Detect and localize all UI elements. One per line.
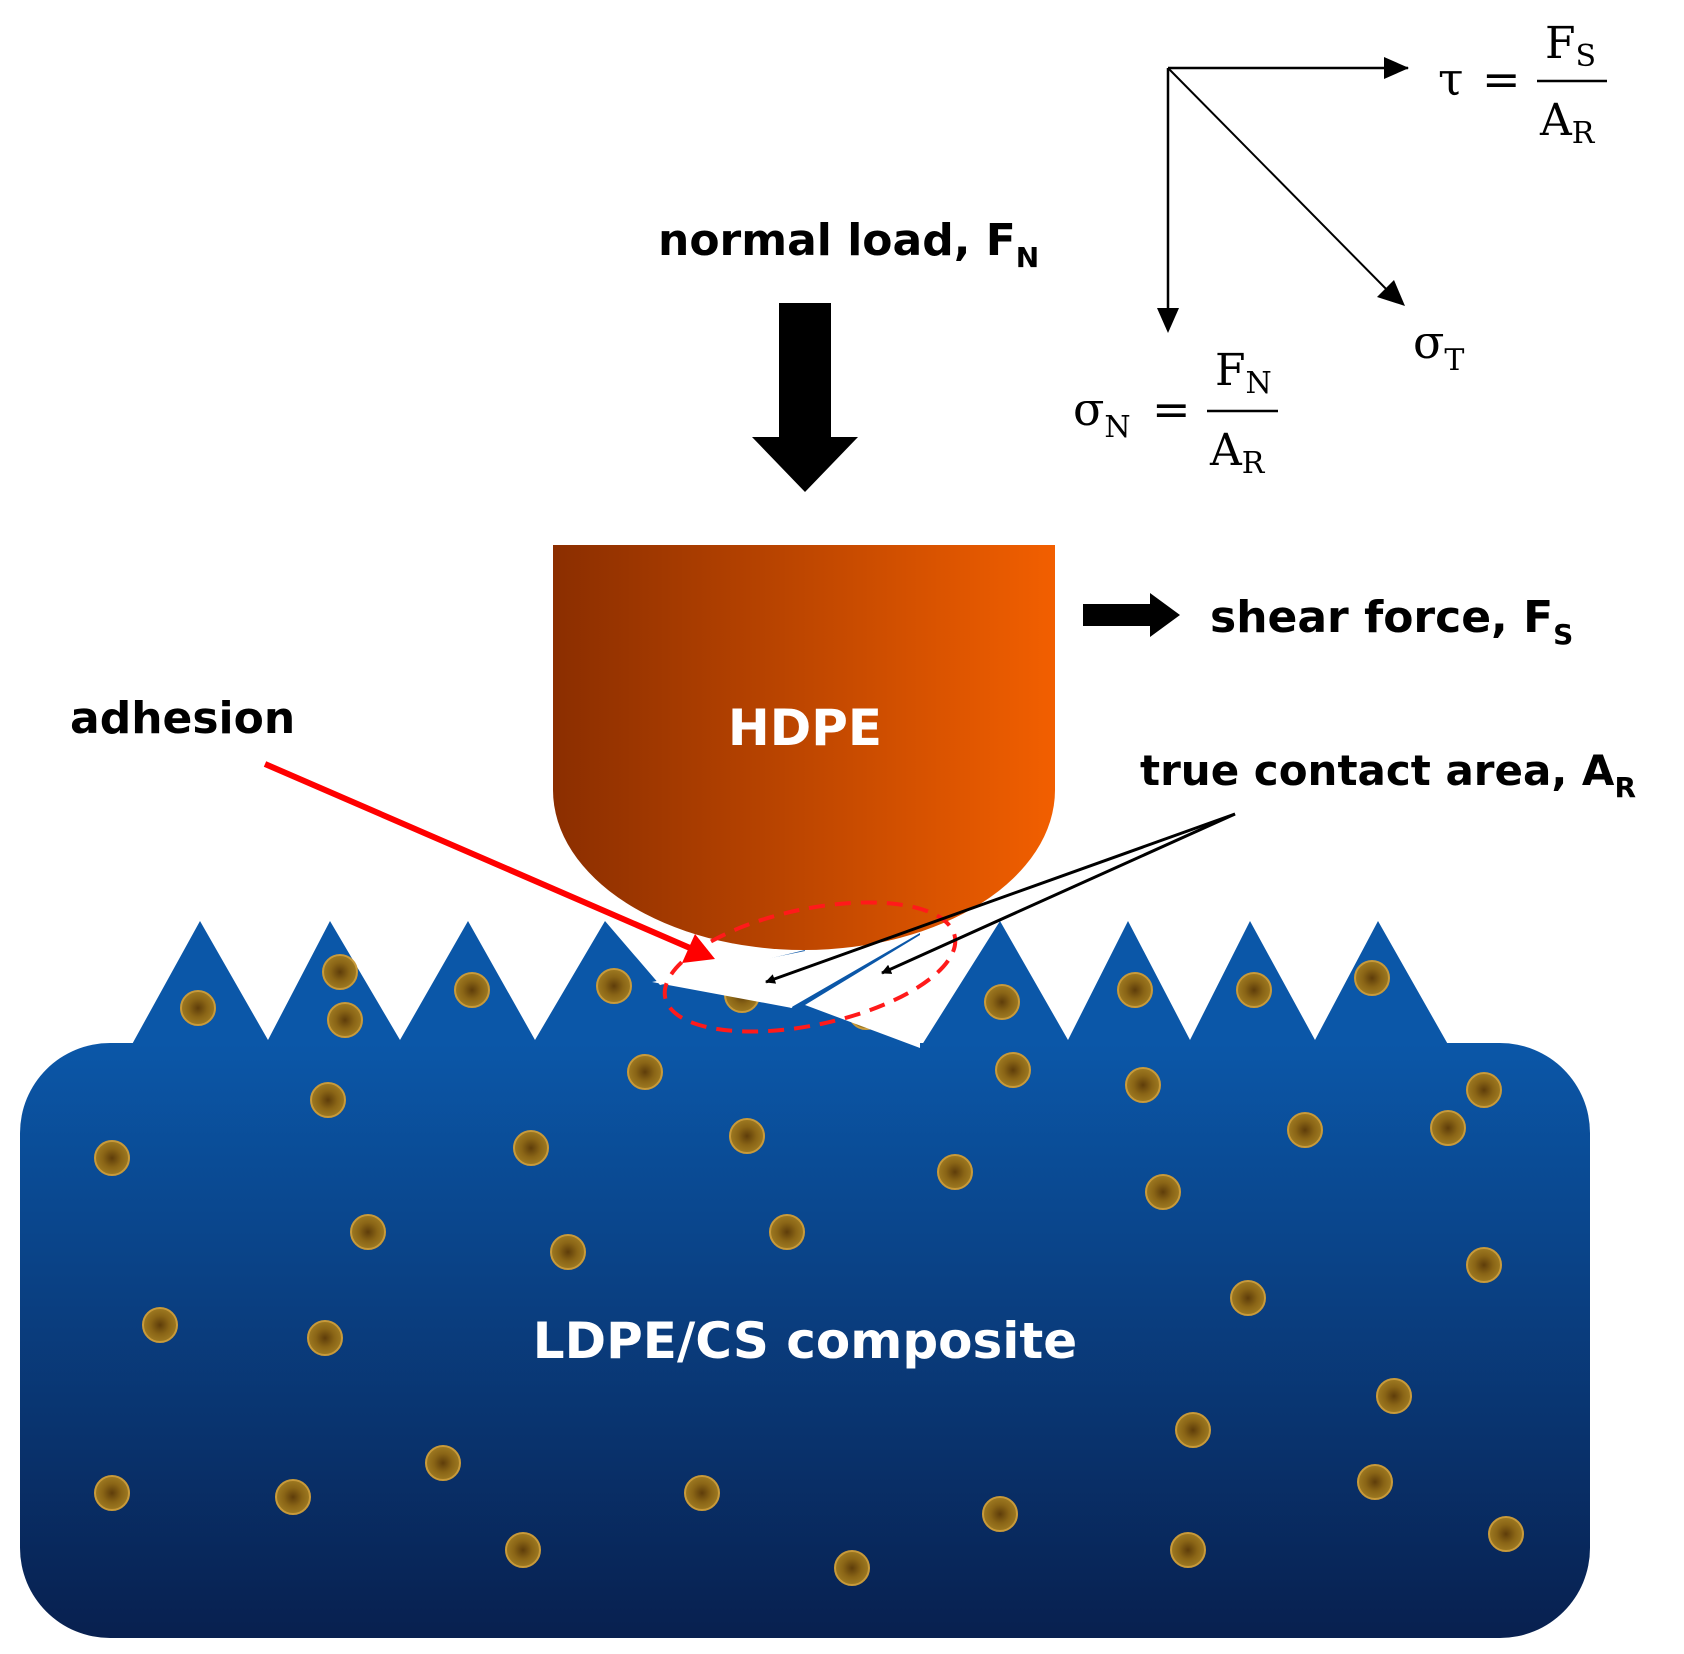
sigma-t-vector bbox=[1167, 67, 1396, 299]
sigma-n-symbol: σN bbox=[1073, 382, 1131, 445]
filler-particle bbox=[94, 1140, 130, 1176]
filler-particle bbox=[769, 1214, 805, 1250]
filler-particle bbox=[505, 1532, 541, 1568]
filler-particle bbox=[834, 1550, 870, 1586]
filler-particle bbox=[1466, 1247, 1502, 1283]
filler-particle bbox=[307, 1320, 343, 1356]
filler-particle bbox=[937, 1154, 973, 1190]
contact-area-ellipse bbox=[662, 900, 958, 1034]
filler-particle bbox=[1145, 1174, 1181, 1210]
filler-particle bbox=[684, 1475, 720, 1511]
normal-load-group: normal load, FN bbox=[658, 215, 1039, 492]
normal-load-label: normal load, FN bbox=[658, 215, 1039, 274]
shear-force-arrow bbox=[1083, 593, 1180, 637]
filler-particle bbox=[94, 1475, 130, 1511]
filler-particle bbox=[729, 1118, 765, 1154]
tau-symbol: τ bbox=[1438, 52, 1463, 106]
tau-denominator: AR bbox=[1539, 95, 1596, 151]
contact-gap-left bbox=[652, 951, 805, 1008]
filler-particle bbox=[310, 1082, 346, 1118]
normal-load-arrow bbox=[752, 303, 858, 492]
filler-particle bbox=[1287, 1112, 1323, 1148]
filler-particle bbox=[982, 1496, 1018, 1532]
shear-force-label: shear force, FS bbox=[1210, 592, 1573, 651]
true-contact-area-label: true contact area, AR bbox=[1140, 746, 1636, 804]
filler-particle bbox=[1488, 1516, 1524, 1552]
shear-force-group: shear force, FS bbox=[1083, 592, 1573, 651]
filler-particle bbox=[1170, 1532, 1206, 1568]
hdpe-label: HDPE bbox=[728, 699, 882, 757]
adhesion-arrow-line bbox=[263, 761, 692, 951]
filler-particle bbox=[1117, 972, 1153, 1008]
filler-particle bbox=[995, 1052, 1031, 1088]
sigma-t-arrow-head bbox=[1377, 280, 1405, 306]
tau-numerator: FS bbox=[1545, 18, 1596, 74]
filler-particle bbox=[327, 1002, 363, 1038]
filler-particle bbox=[322, 954, 358, 990]
contact-gap-right bbox=[805, 935, 920, 1048]
sigma-n-equation: σN = FN AR bbox=[1073, 345, 1278, 481]
sigma-n-arrow-head bbox=[1157, 308, 1179, 333]
filler-particle bbox=[1230, 1280, 1266, 1316]
adhesion-arrow-head bbox=[682, 934, 715, 963]
sigma-n-numerator: FN bbox=[1215, 345, 1272, 401]
filler-particle bbox=[275, 1479, 311, 1515]
tau-arrow-head bbox=[1384, 57, 1409, 79]
hdpe-counterface: HDPE bbox=[553, 545, 1055, 950]
adhesion-group: adhesion bbox=[70, 693, 715, 963]
contact-pointer-left bbox=[765, 812, 1236, 984]
filler-particle bbox=[596, 968, 632, 1004]
true-contact-area-group: true contact area, AR bbox=[765, 746, 1636, 984]
contact-pointer-right bbox=[881, 812, 1236, 975]
filler-particle bbox=[1236, 972, 1272, 1008]
stress-vector-diagram: τ = FS AR σN = FN AR σT bbox=[1073, 18, 1607, 481]
filler-particle bbox=[1175, 1412, 1211, 1448]
filler-particle bbox=[454, 972, 490, 1008]
filler-particle bbox=[550, 1234, 586, 1270]
sigma-n-denominator: AR bbox=[1209, 425, 1266, 481]
adhesion-label: adhesion bbox=[70, 693, 295, 744]
filler-particle bbox=[1466, 1072, 1502, 1108]
filler-particle bbox=[1430, 1110, 1466, 1146]
filler-particle bbox=[1125, 1067, 1161, 1103]
filler-particle bbox=[627, 1054, 663, 1090]
filler-particle bbox=[513, 1130, 549, 1166]
filler-particle bbox=[180, 990, 216, 1026]
filler-particle bbox=[425, 1445, 461, 1481]
sigma-n-equals: = bbox=[1152, 382, 1191, 436]
filler-particle bbox=[1376, 1378, 1412, 1414]
filler-particle bbox=[350, 1214, 386, 1250]
hdpe-body bbox=[553, 545, 1055, 950]
filler-particle bbox=[1354, 960, 1390, 996]
composite-block bbox=[20, 1043, 1590, 1638]
filler-particle bbox=[142, 1307, 178, 1343]
tau-equation: τ = FS AR bbox=[1438, 18, 1607, 151]
filler-particle bbox=[1357, 1464, 1393, 1500]
composite-label: LDPE/CS composite bbox=[533, 1312, 1077, 1370]
filler-particle bbox=[984, 984, 1020, 1020]
sigma-t-label: σT bbox=[1413, 315, 1464, 378]
tau-equals: = bbox=[1482, 52, 1521, 106]
